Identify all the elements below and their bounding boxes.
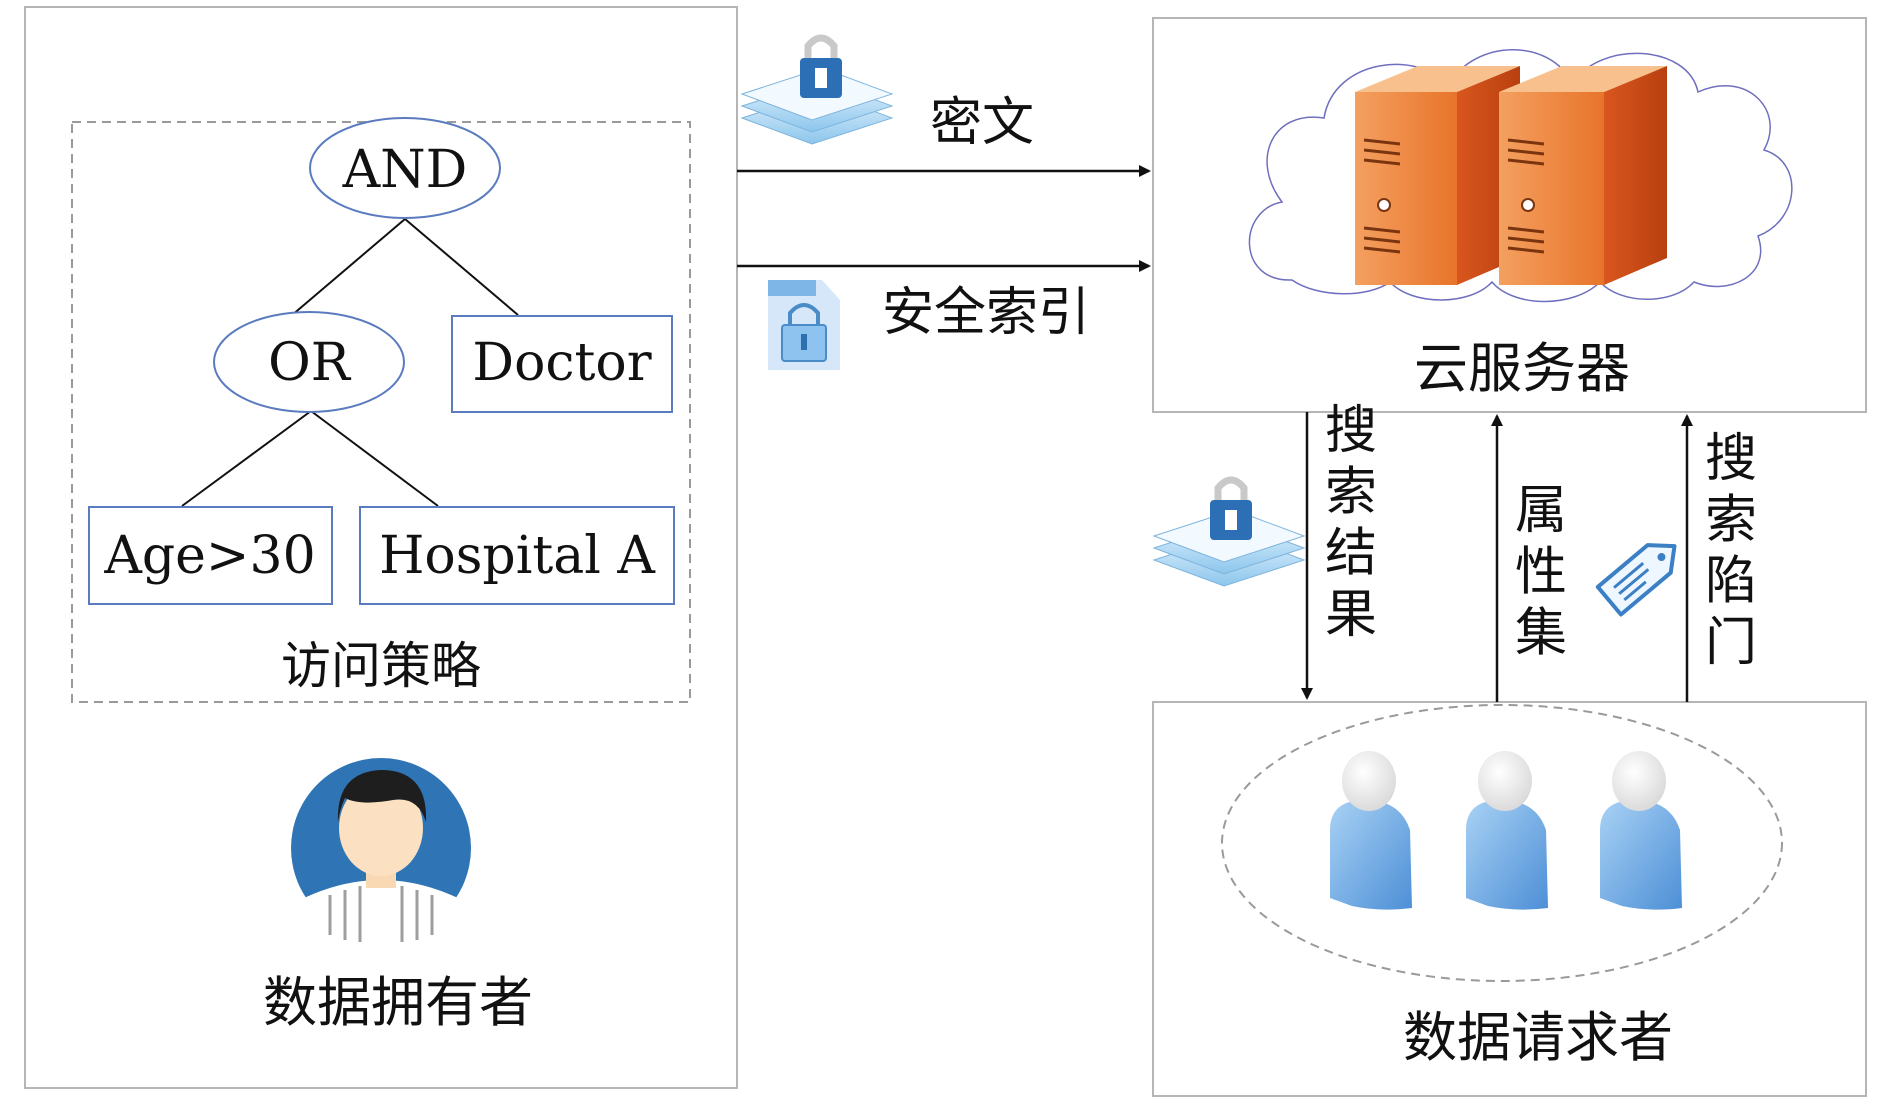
policy-or-node: [213, 311, 405, 413]
server-icon: [1499, 66, 1667, 285]
search-trapdoor-label: 搜索陷门: [1705, 429, 1757, 673]
data-requester-panel: 数据请求者: [1152, 701, 1867, 1097]
data-owner-panel: AND OR Doctor Age>30 Hospital A 访问策略 数据拥…: [24, 6, 738, 1089]
policy-tree-edges: [181, 218, 519, 507]
secure-index-label: 安全索引: [882, 283, 1090, 343]
policy-leaf-doctor: [451, 315, 673, 413]
policy-and-label: AND: [342, 140, 468, 200]
access-policy-caption: 访问策略: [281, 637, 481, 695]
tag-icon: [1595, 543, 1677, 617]
cloud-server-label: 云服务器: [1414, 337, 1630, 400]
document-stack-icon: [1152, 476, 1306, 587]
document-stack-icon: [740, 34, 894, 145]
policy-or-label: OR: [268, 333, 352, 393]
user-icon: [1330, 751, 1412, 910]
ciphertext-label: 密文: [930, 93, 1034, 153]
attribute-set-label: 属性集: [1515, 481, 1567, 664]
search-result-label: 搜索结果: [1325, 401, 1377, 645]
policy-leaf-hospital: [359, 506, 675, 605]
data-owner-label: 数据拥有者: [263, 971, 533, 1034]
requester-group-ellipse: [1221, 704, 1783, 982]
user-icon: [1600, 751, 1682, 910]
server-icon: [1355, 66, 1520, 285]
policy-leaf-hospital-label: Hospital A: [379, 526, 656, 586]
data-requester-label: 数据请求者: [1403, 1006, 1673, 1069]
user-icon: [1466, 751, 1548, 910]
policy-leaf-doctor-label: Doctor: [472, 333, 651, 393]
policy-and-node: [309, 117, 501, 219]
locked-file-icon: [768, 280, 840, 370]
flow-arrows: [737, 165, 1693, 702]
policy-leaf-age-label: Age>30: [103, 526, 315, 586]
policy-leaf-age: [88, 506, 333, 605]
cloud-server-panel: 云服务器: [1152, 17, 1867, 413]
person-avatar-icon: [291, 758, 471, 945]
